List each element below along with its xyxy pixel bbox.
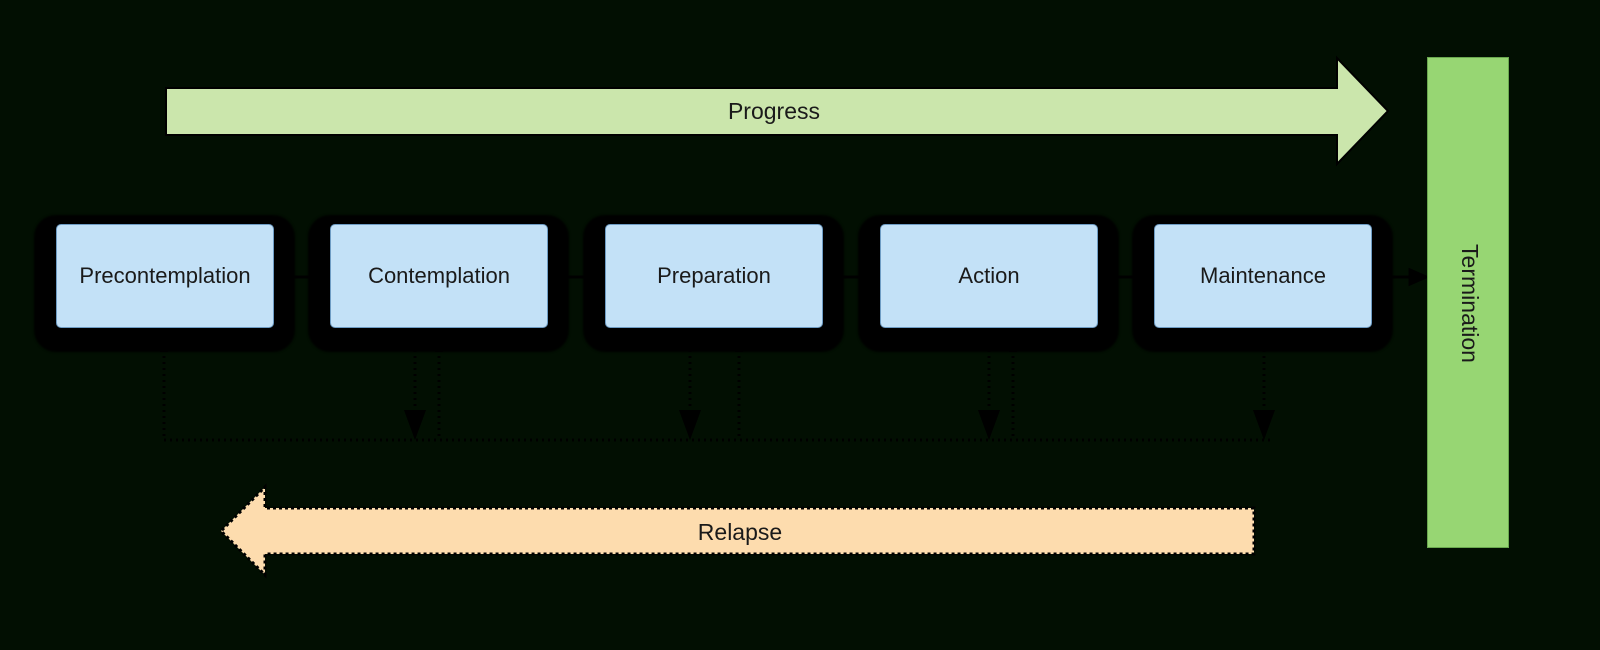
stage-box-maintenance[interactable]: Maintenance [1154, 224, 1372, 328]
stage-label-precontemplation: Precontemplation [79, 263, 251, 288]
stage-label-maintenance: Maintenance [1200, 263, 1326, 288]
termination-box[interactable]: Termination [1427, 57, 1509, 548]
stage-box-precontemplation[interactable]: Precontemplation [56, 224, 274, 328]
termination-label: Termination [1456, 244, 1483, 363]
progress-arrow [165, 55, 1390, 167]
termination-label-wrapper: Termination [1428, 58, 1510, 549]
stage-box-preparation[interactable]: Preparation [605, 224, 823, 328]
stage-box-action[interactable]: Action [880, 224, 1098, 328]
relapse-feeder-lines [162, 338, 1270, 442]
stage-label-preparation: Preparation [657, 263, 771, 288]
relapse-arrow [218, 483, 1256, 579]
relapse-feeder-arrowheads [404, 410, 1275, 440]
stage-label-action: Action [958, 263, 1020, 288]
stage-label-contemplation: Contemplation [368, 263, 510, 288]
stage-box-contemplation[interactable]: Contemplation [330, 224, 548, 328]
